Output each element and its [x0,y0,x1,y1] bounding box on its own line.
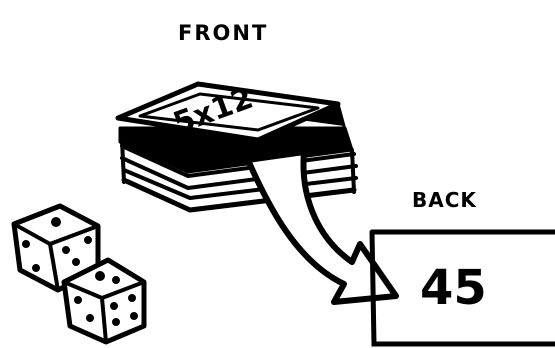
front-label: FRONT [178,21,268,45]
card-back-number: 45 [420,260,487,316]
dice-icon [14,206,144,342]
back-label: BACK [412,188,477,212]
